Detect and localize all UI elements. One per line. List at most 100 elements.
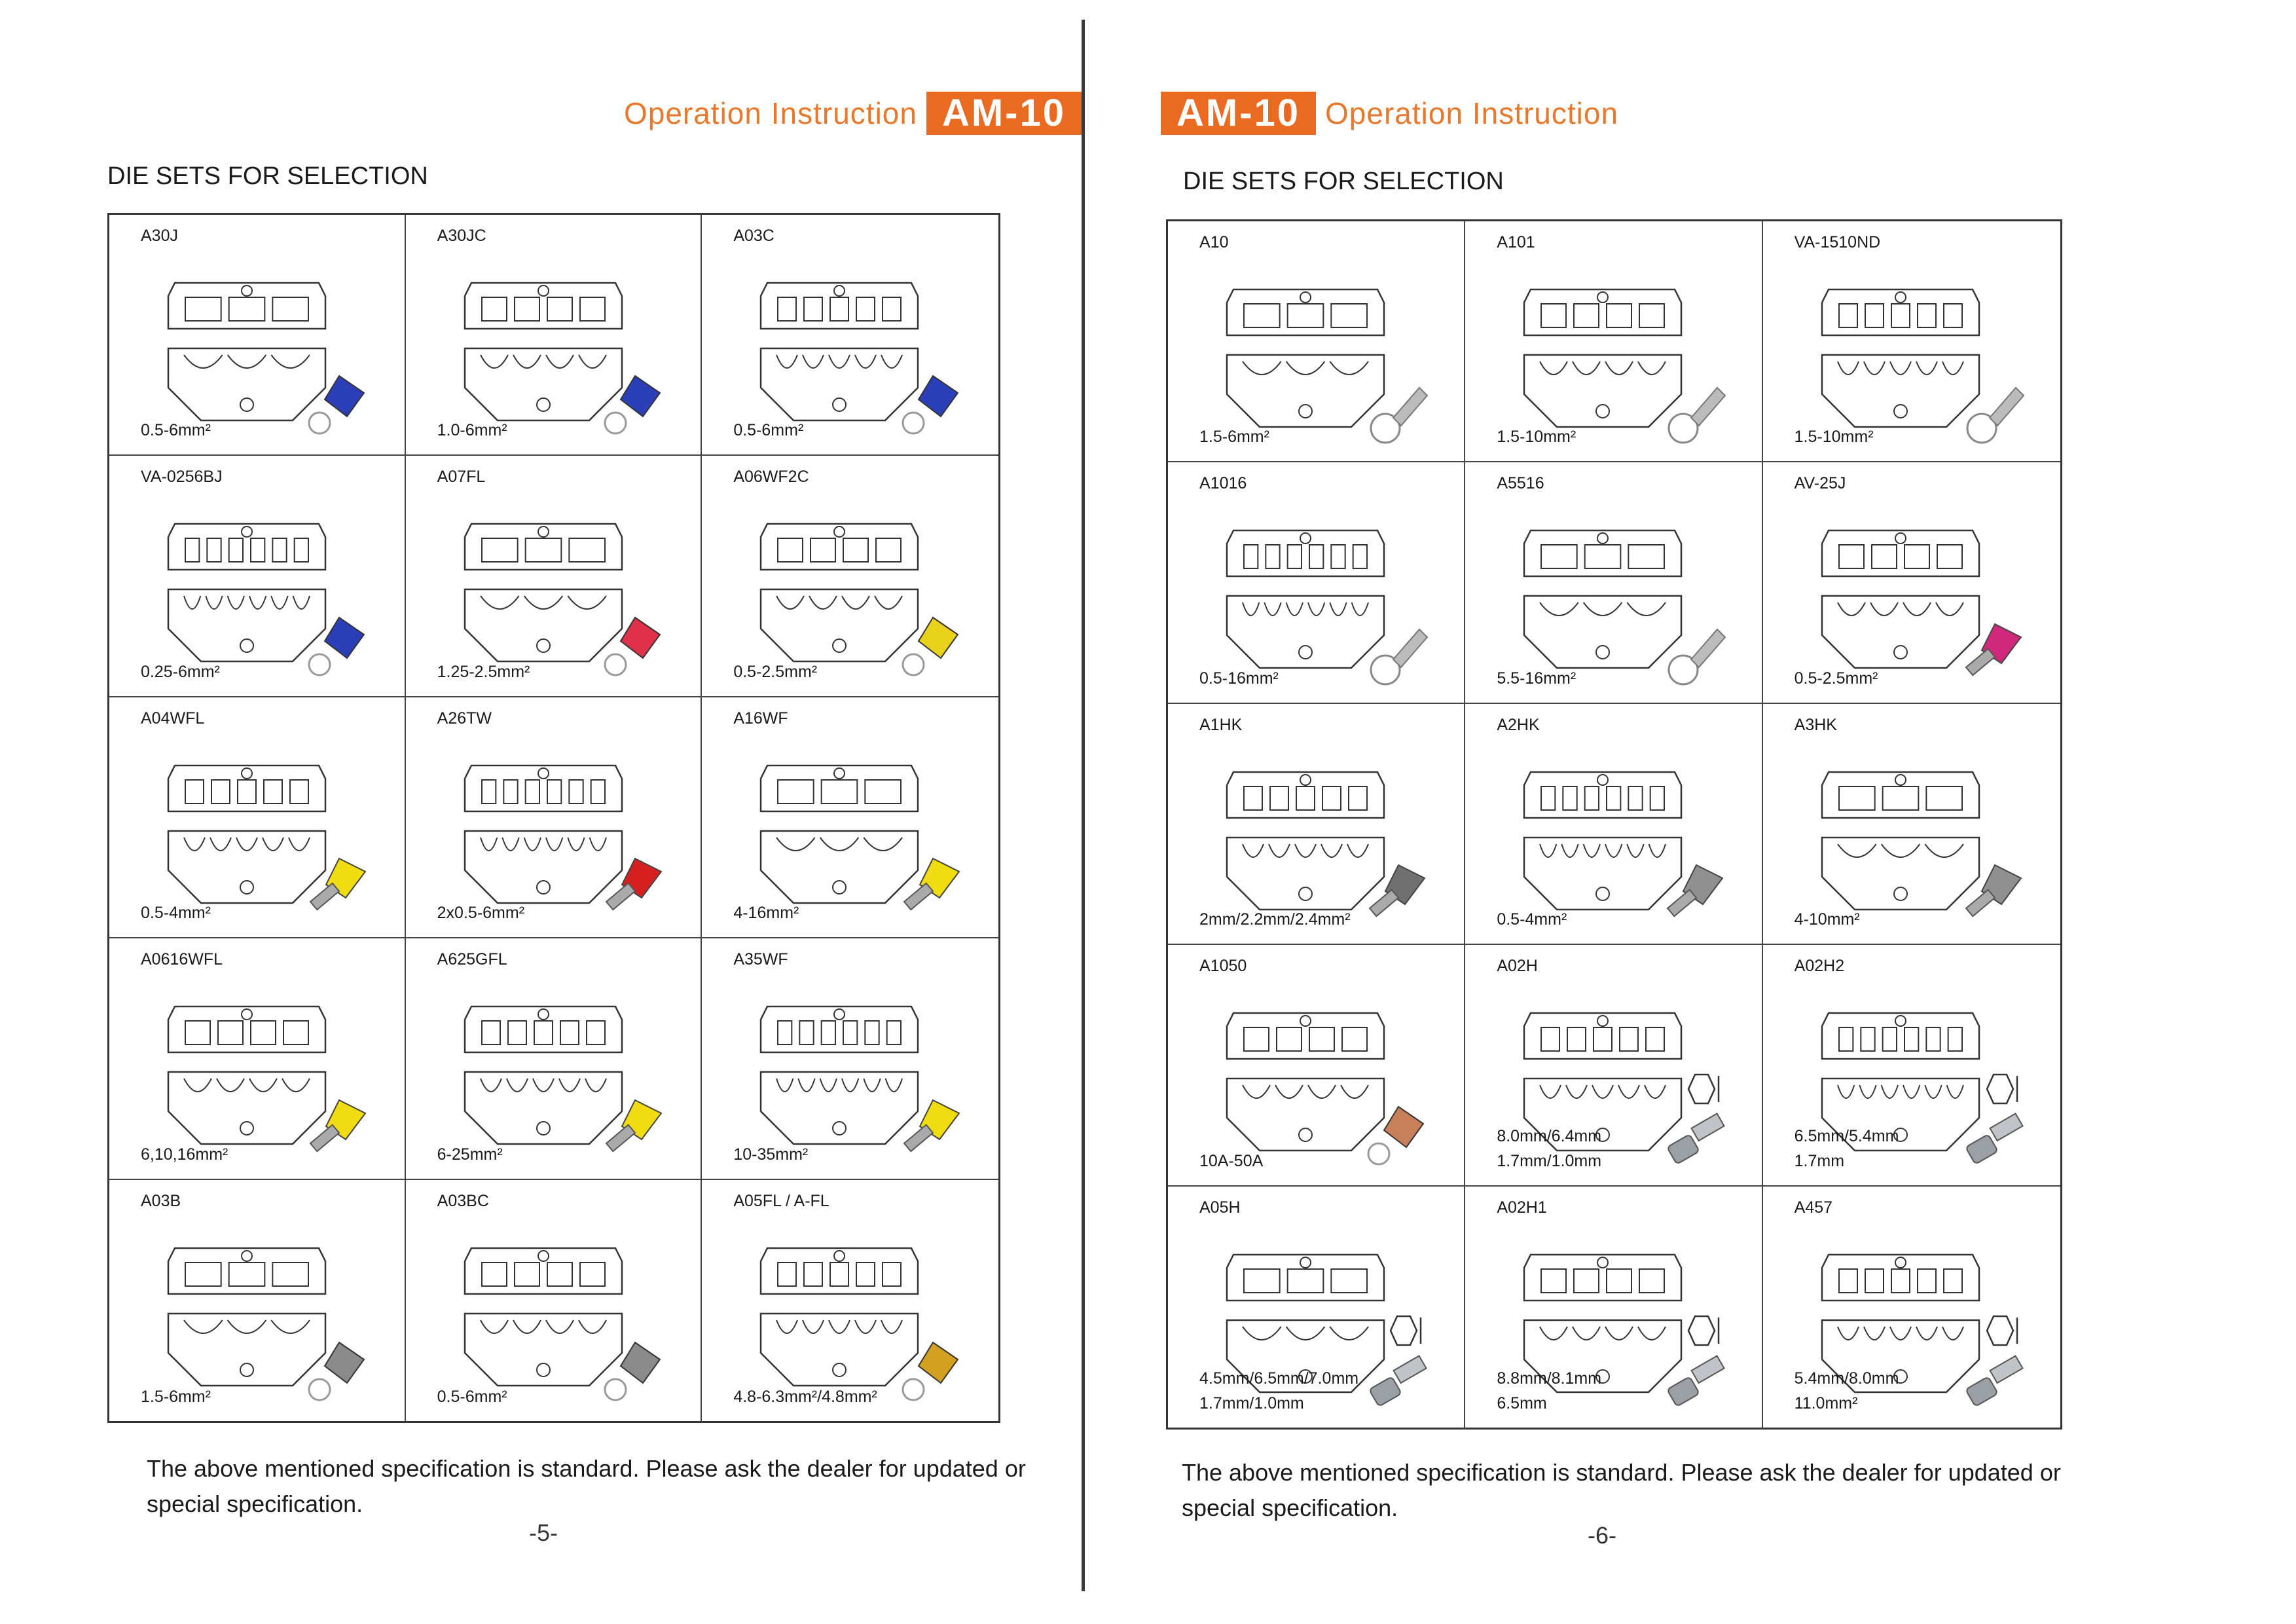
- die-drawing: [1815, 987, 1986, 1164]
- die-drawing: [1518, 1228, 1688, 1405]
- die-drawing: [162, 1222, 332, 1399]
- spec-line: 4-10mm²: [1794, 910, 1860, 929]
- die-set-name: A04WFL: [141, 709, 205, 728]
- spec-line: 10-35mm²: [733, 1145, 809, 1164]
- yellow-ferrule-icon: [894, 845, 972, 924]
- die-set-cell: AV-25J 0.5-2.5mm²: [1762, 462, 2060, 704]
- die-set-name: A05H: [1199, 1198, 1241, 1217]
- die-set-spec: 0.5-16mm²: [1199, 666, 1279, 691]
- die-set-spec: 6,10,16mm²: [141, 1142, 228, 1167]
- die-set-name: A10: [1199, 233, 1229, 251]
- die-drawing: [1220, 1228, 1391, 1405]
- spec-line: 6-25mm²: [437, 1145, 503, 1164]
- spec-line: 1.7mm/1.0mm: [1199, 1393, 1304, 1412]
- die-set-cell: A05FL / A-FL 4.8-6.3mm²/4.8mm²: [702, 1180, 998, 1421]
- die-drawing: [162, 980, 332, 1157]
- yellow-ferrule-icon: [596, 1087, 674, 1166]
- header-operation-text: Operation Instruction: [1325, 96, 1619, 130]
- die-set-name: A02H: [1497, 957, 1538, 976]
- ring-terminal-icon: [1956, 369, 2034, 448]
- die-set-name: VA-1510ND: [1794, 233, 1881, 251]
- spec-line: 8.0mm/6.4mm: [1497, 1126, 1602, 1145]
- die-set-name: A101: [1497, 233, 1535, 251]
- spec-line: 1.5-10mm²: [1497, 428, 1576, 447]
- footnote: The above mentioned specification is sta…: [1182, 1455, 2061, 1526]
- copper-lug-icon: [1359, 1094, 1438, 1172]
- die-set-name: A457: [1794, 1198, 1833, 1217]
- die-set-name: A06WF2C: [733, 468, 809, 487]
- die-set-cell: A03BC 0.5-6mm²: [406, 1179, 702, 1421]
- die-set-spec: 0.5-6mm²: [437, 1384, 507, 1409]
- die-drawing: [1518, 263, 1688, 440]
- die-set-cell: VA-0256BJ 0.25-6mm²: [109, 456, 406, 697]
- spec-line: 1.7mm: [1794, 1151, 1845, 1170]
- yellow-ferrule-icon: [300, 1087, 378, 1166]
- section-title: DIE SETS FOR SELECTION: [107, 162, 428, 190]
- die-set-spec: 0.5-6mm²: [141, 418, 211, 443]
- model-badge: AM-10: [926, 92, 1082, 135]
- bnc-connector-icon: [1956, 1094, 2034, 1172]
- hexagon-crimp-icon: [1980, 1069, 2020, 1109]
- spec-line: 0.5-4mm²: [141, 904, 211, 923]
- spec-line: 1.0-6mm²: [437, 421, 507, 440]
- die-set-cell: A04WFL 0.5-4mm²: [109, 697, 406, 939]
- spec-line: 5.5-16mm²: [1497, 669, 1576, 688]
- die-drawing: [162, 498, 332, 674]
- page-number: -5-: [529, 1519, 558, 1546]
- die-drawing: [1220, 263, 1391, 440]
- die-drawing: [458, 257, 629, 434]
- die-set-cell: A1050 10A-50A: [1168, 945, 1466, 1187]
- die-set-spec: 2x0.5-6mm²: [437, 900, 524, 925]
- footnote-line-1: The above mentioned specification is sta…: [147, 1455, 1026, 1482]
- die-drawing: [1518, 987, 1688, 1164]
- die-set-name: A30JC: [437, 227, 486, 245]
- die-set-name: A07FL: [437, 468, 486, 487]
- die-set-name: A1016: [1199, 474, 1247, 493]
- die-drawing: [754, 257, 924, 434]
- die-set-name: A03C: [733, 227, 774, 245]
- die-set-cell: A30J 0.5-6mm²: [109, 215, 406, 456]
- die-set-name: A1050: [1199, 957, 1247, 976]
- die-drawing: [1815, 746, 1986, 923]
- die-set-table: A30J 0.5-6mm² A30JC 1.0-6mm² A03C 0.5-6mm²…: [107, 213, 1000, 1423]
- page-number: -6-: [1588, 1522, 1616, 1549]
- footnote-line-2: special specification.: [147, 1490, 363, 1517]
- bnc-connector-icon: [1657, 1336, 1736, 1414]
- model-badge: AM-10: [1161, 92, 1317, 135]
- die-drawing: [754, 739, 924, 916]
- die-set-name: A30J: [141, 227, 178, 245]
- page-header: AM-10 Operation Instruction: [1161, 92, 1618, 135]
- die-set-spec: 1.5-6mm²: [141, 1384, 211, 1409]
- die-set-name: A5516: [1497, 474, 1544, 493]
- die-set-name: A625GFL: [437, 950, 507, 969]
- spec-line: 11.0mm²: [1794, 1393, 1858, 1412]
- die-set-name: A26TW: [437, 709, 492, 728]
- die-drawing: [1815, 504, 1986, 681]
- page-spine: [1082, 20, 1085, 1591]
- die-set-spec: 10-35mm²: [733, 1142, 808, 1167]
- die-set-name: A05FL / A-FL: [733, 1191, 829, 1210]
- spec-line: 0.5-16mm²: [1199, 669, 1279, 688]
- die-drawing: [1518, 504, 1688, 681]
- spec-line: 2x0.5-6mm²: [437, 904, 525, 923]
- die-set-name: A2HK: [1497, 715, 1540, 734]
- ring-terminal-icon: [1657, 611, 1736, 690]
- die-set-cell: A16WF 4-16mm²: [702, 697, 998, 939]
- die-set-spec: 4-16mm²: [733, 900, 799, 925]
- pin-contact-icon: [1657, 852, 1736, 931]
- die-set-name: A03BC: [437, 1191, 489, 1210]
- spec-line: 5.4mm/8.0mm: [1794, 1369, 1899, 1388]
- die-drawing: [458, 498, 629, 674]
- footnote: The above mentioned specification is sta…: [147, 1451, 1026, 1522]
- spec-line: 1.5-10mm²: [1794, 428, 1874, 447]
- footnote-line-2: special specification.: [1182, 1494, 1398, 1521]
- die-set-cell: A03C 0.5-6mm²: [702, 215, 998, 456]
- spec-line: 1.5-6mm²: [141, 1387, 211, 1406]
- blue-terminal-icon: [596, 363, 674, 441]
- spec-line: 2mm/2.2mm/2.4mm²: [1199, 910, 1351, 929]
